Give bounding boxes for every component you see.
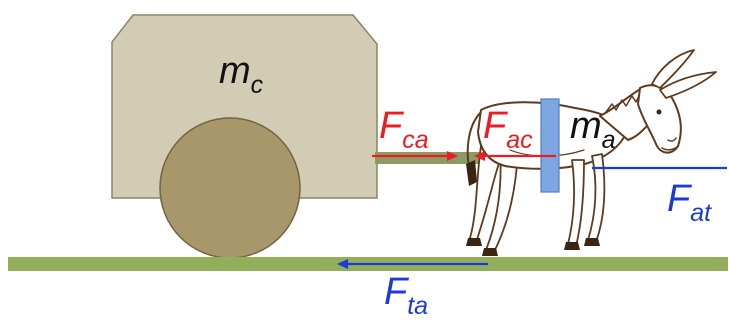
label-force-at: Fat — [667, 178, 712, 227]
wheel-icon — [160, 118, 300, 258]
label-force-ca: Fca — [379, 105, 429, 154]
label-force-ta: Fta — [384, 271, 428, 320]
donkey-icon — [466, 50, 716, 256]
harness-strap — [541, 99, 559, 192]
